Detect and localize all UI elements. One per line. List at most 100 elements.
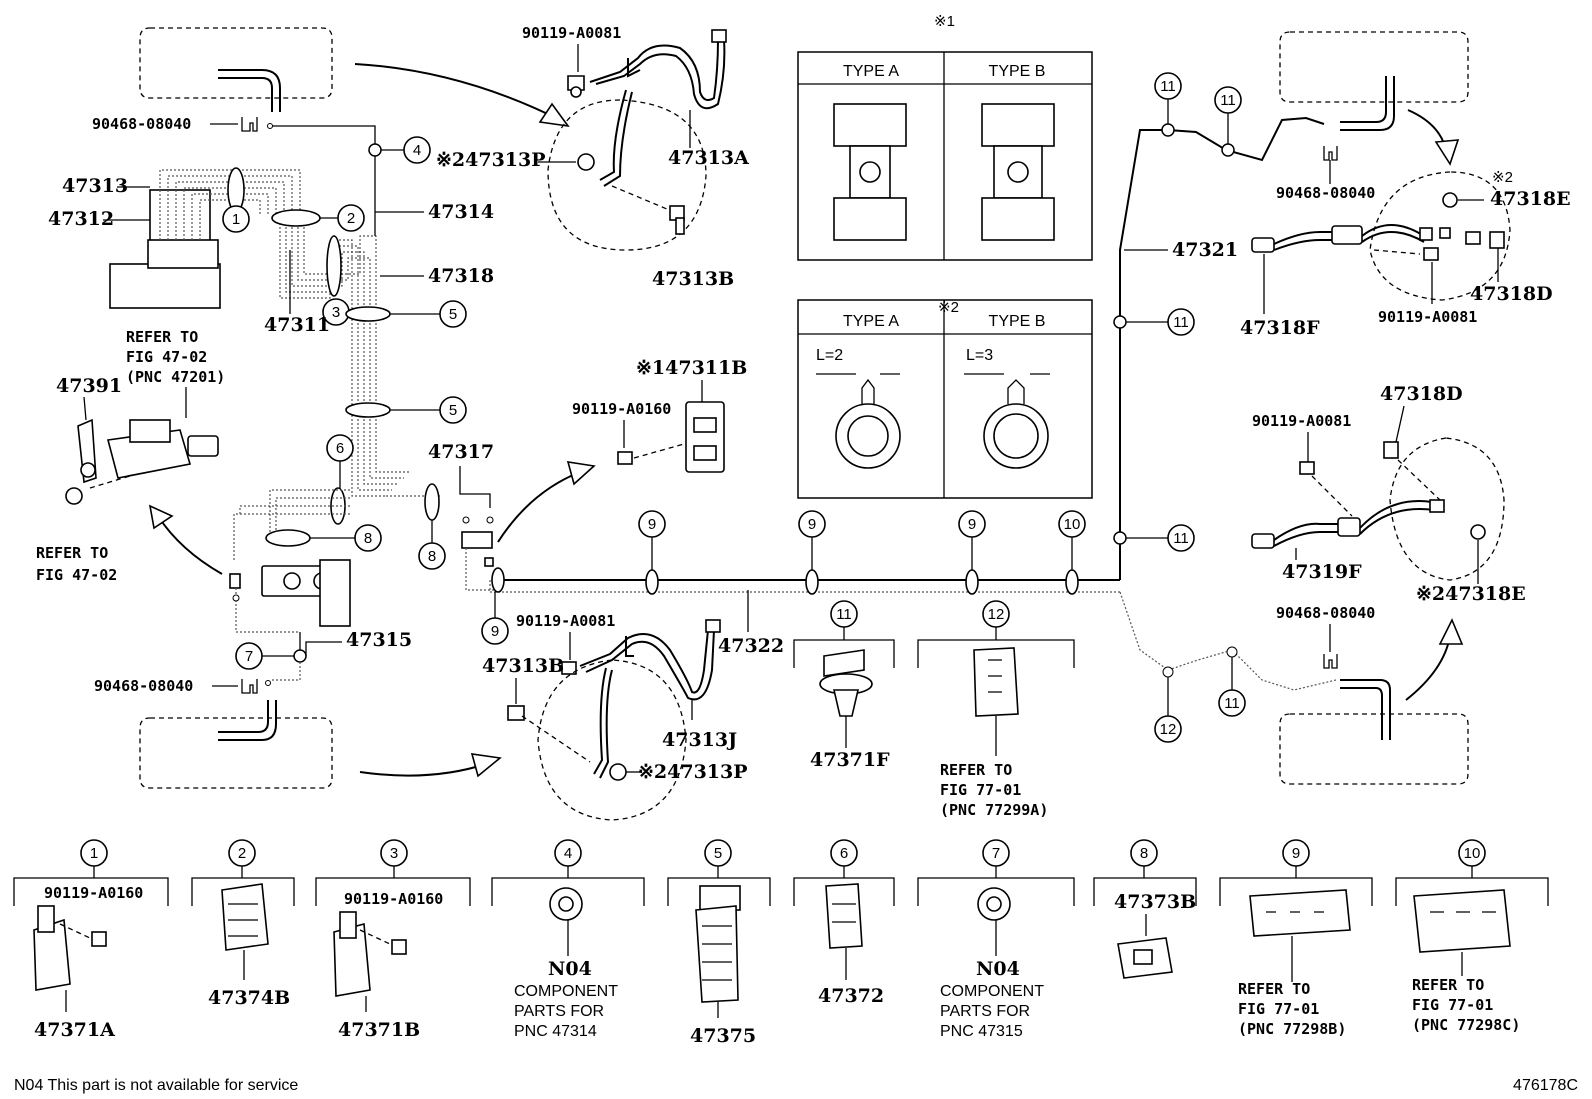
callout-1 <box>222 205 250 233</box>
svg-text:PARTS FOR: PARTS FOR <box>514 1003 604 1020</box>
figure-id: 476178C <box>1513 1077 1578 1094</box>
svg-text:FIG 77-01: FIG 77-01 <box>940 781 1021 799</box>
svg-text:8: 8 <box>1140 845 1148 862</box>
svg-text:11: 11 <box>1173 314 1189 331</box>
svg-text:PARTS FOR: PARTS FOR <box>940 1003 1030 1020</box>
svg-text:7: 7 <box>992 845 1000 862</box>
clamp-8a-marker <box>265 529 311 547</box>
type-box-2: TYPE A TYPE B L=2 L=3 <box>797 299 1093 499</box>
svg-text:(PNC 77299A): (PNC 77299A) <box>940 801 1048 819</box>
label-47318E-top: 47318E <box>1490 188 1571 210</box>
label-47318D-mid: 47318D <box>1380 383 1463 405</box>
arrow-to-47311B <box>497 471 581 543</box>
frame-top-right <box>1279 31 1469 131</box>
svg-text:2: 2 <box>347 210 355 227</box>
legend-8: 8 47373B <box>1093 839 1197 979</box>
brake-hose-front <box>567 29 727 110</box>
svg-text:4: 4 <box>564 845 572 862</box>
svg-text:90119-A0160: 90119-A0160 <box>44 884 143 902</box>
footer-note: N04 This part is not available for servi… <box>14 1077 298 1094</box>
svg-text:9: 9 <box>968 516 976 533</box>
callout-8a <box>354 524 382 552</box>
svg-text:3: 3 <box>390 845 398 862</box>
clip-90468-right-bottom <box>1323 654 1338 669</box>
callout-5a <box>439 300 467 328</box>
label-47313A: 47313A <box>668 147 749 169</box>
label-90468-right-top: 90468-08040 <box>1276 184 1375 202</box>
svg-text:COMPONENT: COMPONENT <box>940 983 1044 1000</box>
label-90468-bottom: 90468-08040 <box>94 677 193 695</box>
svg-text:4: 4 <box>413 142 421 159</box>
svg-text:5: 5 <box>449 306 457 323</box>
svg-text:6: 6 <box>840 845 848 862</box>
clip-11-detail: 11 <box>793 600 895 748</box>
clamp-5a-marker <box>345 306 391 322</box>
svg-text:9: 9 <box>491 623 499 640</box>
hydraulic-unit <box>109 169 301 309</box>
brake-tube-bundle <box>279 150 440 497</box>
label-47313: 47313 <box>62 175 128 197</box>
label-47311B: ※147311B <box>636 357 747 379</box>
union-fitting <box>461 531 493 549</box>
svg-text:COMPONENT: COMPONENT <box>514 983 618 1000</box>
legend-7: 7 N04 COMPONENT PARTS FOR PNC 47315 <box>917 839 1075 1040</box>
svg-text:※2: ※2 <box>938 299 959 316</box>
arrow-to-detail-top <box>354 63 561 121</box>
label-90119-a0081-r2: 90119-A0081 <box>1252 412 1351 430</box>
svg-text:(PNC 77298B): (PNC 77298B) <box>1238 1020 1346 1038</box>
svg-text:9: 9 <box>1292 845 1300 862</box>
clamp-3-marker <box>326 235 342 297</box>
svg-text:8: 8 <box>364 530 372 547</box>
legend-6: 6 47372 <box>793 839 895 1007</box>
svg-text:N04: N04 <box>548 958 592 980</box>
legend-1: 1 90119-A0160 47371A <box>13 839 169 1041</box>
svg-text:12: 12 <box>1160 721 1177 738</box>
clamp-8b-marker <box>424 483 440 521</box>
svg-text:8: 8 <box>428 548 436 565</box>
label-47314: 47314 <box>428 201 494 223</box>
label-47391: 47391 <box>56 375 122 397</box>
svg-text:TYPE B: TYPE B <box>989 63 1046 80</box>
svg-text:47374B: 47374B <box>208 987 290 1009</box>
frame-top-left <box>139 27 333 112</box>
svg-text:1: 1 <box>232 211 240 228</box>
hose-rear-right <box>1251 224 1505 261</box>
svg-text:11: 11 <box>1220 92 1236 109</box>
hose-rear-left <box>1251 441 1486 549</box>
svg-text:L=2: L=2 <box>816 347 843 364</box>
svg-text:(PNC 77298C): (PNC 77298C) <box>1412 1016 1520 1034</box>
legend-3: 3 90119-A0160 47371B <box>315 839 471 1041</box>
svg-text:12: 12 <box>988 606 1005 623</box>
svg-text:FIG 77-01: FIG 77-01 <box>1412 996 1493 1014</box>
svg-text:5: 5 <box>449 402 457 419</box>
label-90119-a0160-mid: 90119-A0160 <box>572 400 671 418</box>
svg-text:REFER TO: REFER TO <box>940 761 1012 779</box>
callout-4-top <box>403 136 431 164</box>
svg-text:REFER TO: REFER TO <box>1412 976 1484 994</box>
label-47313P-top: ※247313P <box>436 149 546 171</box>
clip-90468-right-top <box>1323 146 1338 161</box>
svg-text:N04: N04 <box>976 958 1020 980</box>
svg-text:2: 2 <box>238 845 246 862</box>
svg-text:FIG 77-01: FIG 77-01 <box>1238 1000 1319 1018</box>
bolt-47313B-top <box>669 205 685 235</box>
master-cylinder <box>77 418 219 489</box>
label-47313P-bot: ※247313P <box>638 761 748 783</box>
legend-10: 10 REFER TO FIG 77-01 (PNC 77298C) <box>1395 839 1549 1034</box>
label-90468-top: 90468-08040 <box>92 115 191 133</box>
svg-text:9: 9 <box>648 516 656 533</box>
label-47313J: 47313J <box>662 729 737 751</box>
label-90119-a0081-r1: 90119-A0081 <box>1378 308 1477 326</box>
label-90119-a0081-bot: 90119-A0081 <box>516 612 615 630</box>
frame-bottom-left <box>139 700 333 789</box>
svg-text:11: 11 <box>1160 78 1176 95</box>
arrow-right-bottom <box>1405 635 1451 701</box>
clamp-5b-marker <box>345 402 391 418</box>
label-47311: 47311 <box>264 314 330 336</box>
label-47318: 47318 <box>428 265 494 287</box>
brake-line-47321 <box>1119 116 1325 580</box>
callout-2 <box>337 204 365 232</box>
legend-4: 4 N04 COMPONENT PARTS FOR PNC 47314 <box>491 839 645 1040</box>
svg-text:10: 10 <box>1064 516 1081 533</box>
label-90468-right-bot: 90468-08040 <box>1276 604 1375 622</box>
